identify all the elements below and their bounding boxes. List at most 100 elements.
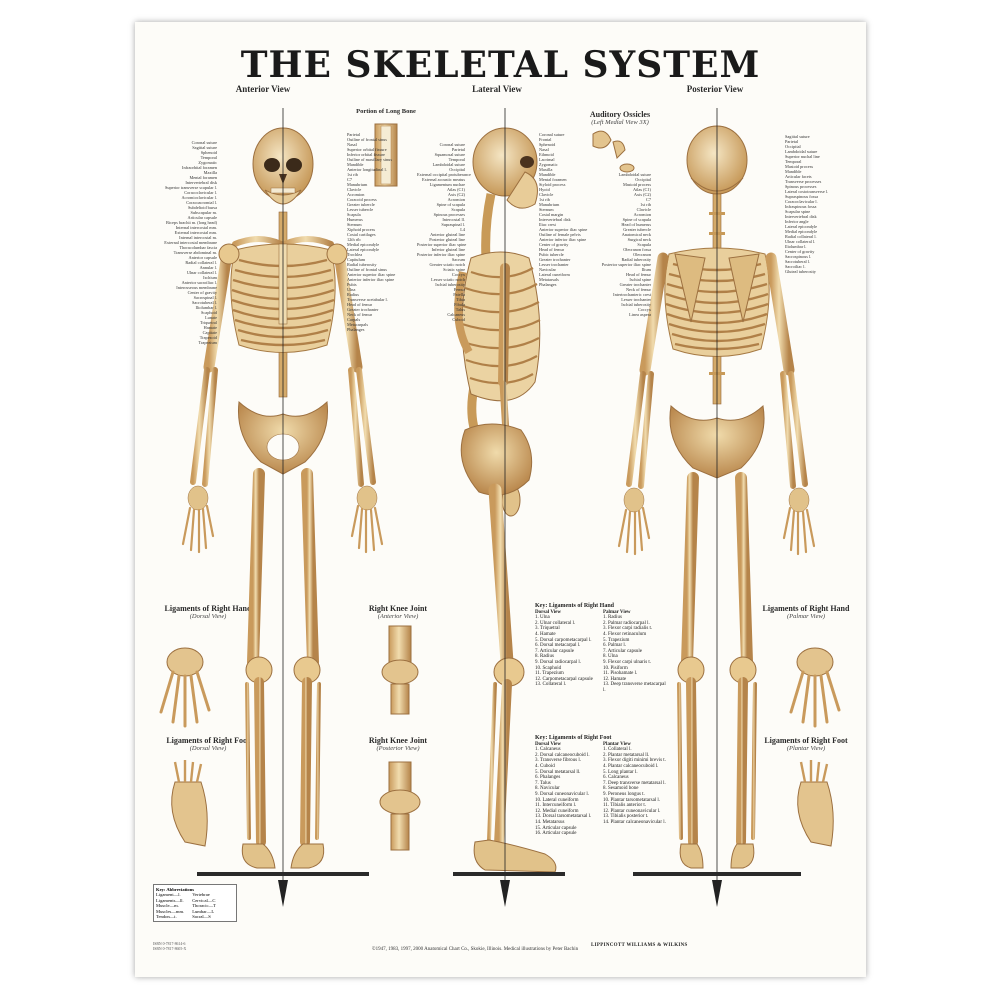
key-item: 5. Trapezium: [603, 637, 630, 643]
anatomy-label: Zygomatic: [198, 160, 217, 165]
anatomy-label: Nasal: [539, 147, 549, 152]
anatomy-label: Zygomatic: [539, 162, 558, 167]
anatomy-label: Acromion: [633, 212, 651, 217]
key-foot-plantar-list: Plantar View 1. Collateral l.2. Plantar …: [603, 742, 667, 837]
key-hand-title: Key: Ligaments of Right Hand: [535, 603, 615, 609]
key-item: 8. Sesamoid bone: [603, 786, 639, 792]
key-item: 2. Palmar radiocarpal l.: [603, 620, 650, 626]
key-item: 1. Radius: [603, 615, 622, 621]
anatomy-label: Intertrochanteric crest: [613, 292, 651, 297]
anatomy-label: Scapula: [347, 212, 361, 217]
key-item: 3. Flexor carpi radialis t.: [603, 626, 653, 632]
key-item: 9. Flexor carpi ulnaris t.: [603, 659, 652, 665]
anatomy-label: Spine of scapula: [436, 202, 465, 207]
anatomy-label: Outline of maxillary sinus: [347, 157, 392, 162]
anatomy-label: Phalanges: [539, 282, 557, 287]
anatomy-label: Anterior longitudinal l.: [347, 167, 387, 172]
anatomy-label: Lateral costotransverse l.: [785, 189, 829, 194]
foot-plantar-heading: Ligaments of Right Foot: [764, 736, 848, 745]
key-item: 9. Dorsal cuneonavicular l.: [535, 791, 590, 797]
anatomy-label: Subdeltoid bursa: [187, 205, 217, 210]
anatomy-label: 1st rib: [640, 202, 651, 207]
anatomy-label: Tibia: [456, 297, 465, 302]
posterior-view-heading: Posterior View: [686, 84, 744, 94]
anatomy-label: Greater sciatic notch: [429, 262, 465, 267]
anatomy-label: Intervertebral disk: [185, 180, 217, 185]
hand-dorsal-heading: Ligaments of Right Hand: [164, 604, 252, 613]
anatomy-label: External intercostal mm.: [174, 230, 217, 235]
anatomy-label: Fibula: [454, 302, 465, 307]
anatomy-label: Mental foramen: [189, 175, 217, 180]
anatomy-label: Coccyx: [637, 307, 651, 312]
key-foot-dorsal-heading: Dorsal View: [535, 741, 561, 747]
key-item: 2. Ulnar collateral l.: [535, 620, 576, 626]
poster: THE SKELETAL SYSTEM Anterior View Latera…: [135, 22, 866, 977]
anatomy-label: Sacroiliac l.: [785, 264, 806, 269]
anatomy-label: Linea aspera: [629, 312, 651, 317]
copyright-line: ©1947, 1983, 1997, 2000 Anatomical Chart…: [371, 947, 579, 952]
publisher-logo: LIPPINCOTT WILLIAMS & WILKINS: [591, 943, 688, 948]
anatomy-label: Sacrospinal l.: [193, 295, 217, 300]
anatomy-label: Iliolumbar l.: [785, 244, 807, 249]
key-item: 5. Dorsal carpometacarpal l.: [535, 637, 592, 643]
anatomy-label: Infraorbital foramen: [182, 165, 217, 170]
ossicles-inset: [592, 130, 635, 173]
anatomy-label: Pubis: [347, 282, 357, 287]
anatomy-label: Lateral epicondyle: [347, 247, 380, 252]
anatomy-label: Acromion: [347, 192, 365, 197]
anatomy-label: Head of humerus: [621, 222, 651, 227]
abbreviations-key: Key: Abbreviations Ligament—l.Ligaments—…: [153, 884, 237, 922]
anatomy-label: Intervertebral disk: [785, 214, 817, 219]
anatomy-label: Neck of femur: [625, 287, 651, 292]
key-item: 6. Calcaneus: [603, 775, 629, 781]
anatomy-label: Greater trochanter: [347, 307, 379, 312]
anatomy-label: Talus: [455, 307, 465, 312]
anatomy-label: Lateral epicondyle: [785, 224, 818, 229]
anatomy-label: Greater tubercle: [623, 227, 651, 232]
anatomy-label: Carpals: [347, 317, 361, 322]
abbreviation-item: Sacral—S: [192, 914, 211, 920]
anatomy-label: Coccyx: [451, 272, 465, 277]
anatomy-label: Costal cartilages: [347, 232, 376, 237]
anatomy-label: Capitate: [202, 330, 217, 335]
key-item: 3. Triquetral: [535, 626, 560, 632]
key-item: 4. Cuboid: [535, 763, 555, 769]
anatomy-label: Radial tuberosity: [347, 262, 377, 267]
key-item: 1. Calcaneus: [535, 747, 561, 753]
anatomy-label: Anatomical neck: [621, 232, 651, 237]
anatomy-label: Infraspinous fossa: [785, 204, 817, 209]
anatomy-label: Neck of femur: [347, 312, 373, 317]
hand-palmar-inset: [789, 647, 841, 728]
key-item: 4. Plantar calcaneocuboid l.: [603, 763, 659, 769]
anterior-skeleton: [181, 108, 384, 907]
anatomy-label: Phalanges: [347, 327, 365, 332]
key-item: 11. Intercuneiform l.: [535, 803, 577, 809]
anatomy-label: Ulna: [347, 287, 356, 292]
anatomy-label: External intercostal membrane: [164, 240, 217, 245]
anatomy-label: Center of gravity: [539, 242, 569, 247]
anatomy-label: Greater tubercle: [347, 202, 375, 207]
anatomy-label: Greater trochanter: [619, 282, 651, 287]
anatomy-label: Interosseous membrane: [176, 285, 217, 290]
key-item: 6. Phalanges: [535, 775, 561, 781]
anatomy-label: Spinous processes: [433, 212, 465, 217]
anatomy-label: Sagittal suture: [785, 134, 810, 139]
publication-code: ISBN 0-7817-8605-X: [153, 946, 187, 951]
key-item: 12. Carpometacarpal capsule: [535, 676, 593, 682]
anatomy-label: Olecranon fossa: [623, 247, 651, 252]
anatomy-label: Squamosal suture: [434, 152, 465, 157]
anatomy-label: Lateral cuneiform: [539, 272, 570, 277]
anatomy-label: Trochlea: [347, 252, 363, 257]
anatomy-label: Parietal: [785, 139, 799, 144]
key-item: 13. Dorsal tarsometatarsal l.: [535, 814, 592, 820]
anatomy-label: Coracoclavicular l.: [184, 190, 217, 195]
key-item: 8. Ulna: [603, 654, 618, 660]
anatomy-label: Iliolumbar l.: [195, 305, 217, 310]
anatomy-label: Parietal: [451, 147, 465, 152]
key-item: 8. Navicular: [535, 786, 560, 792]
anatomy-label: Femur: [453, 287, 465, 292]
anatomy-label: Supraspinous fossa: [785, 194, 819, 199]
